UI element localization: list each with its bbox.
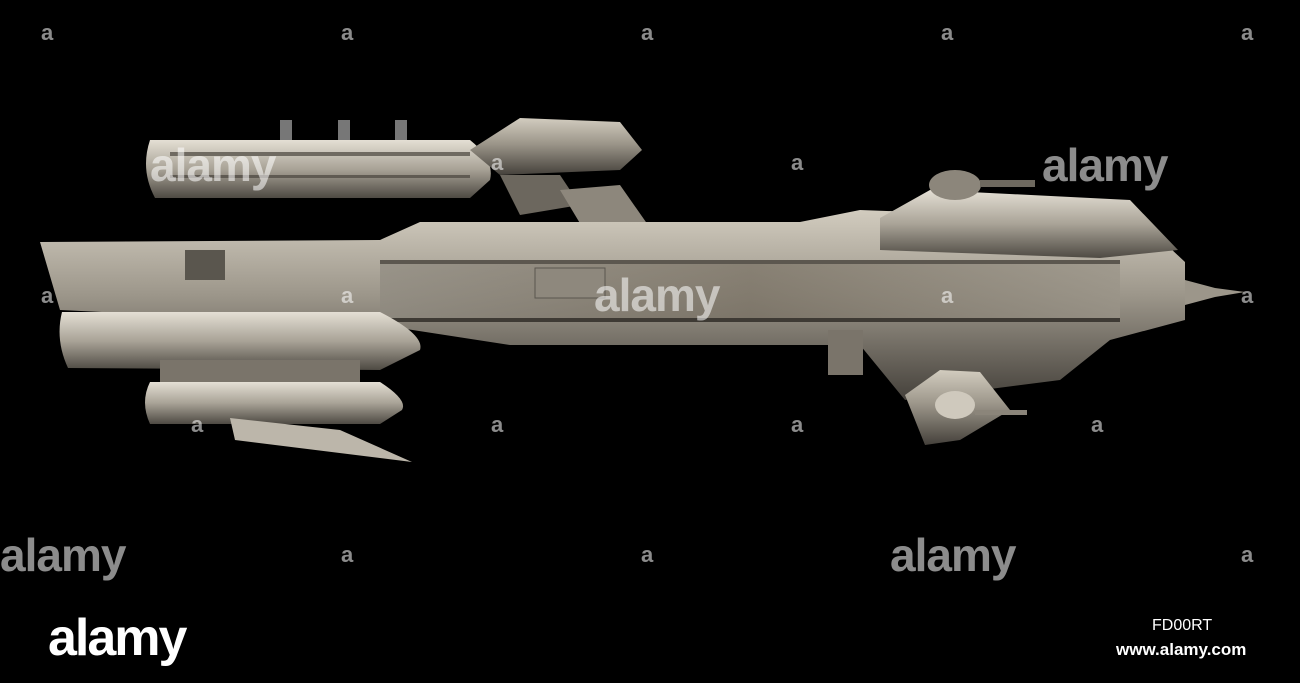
watermark-mark: a xyxy=(641,542,653,567)
lower-engine-pod-2 xyxy=(145,382,412,462)
watermark-mark: a xyxy=(41,283,53,308)
brand-logo: alamy xyxy=(48,609,187,667)
lower-engine-pod-1 xyxy=(59,312,421,385)
watermark-mark: a xyxy=(491,412,503,437)
watermark-word: alamy xyxy=(594,269,720,321)
watermark-mark: a xyxy=(341,20,353,45)
watermark-word: alamy xyxy=(890,529,1016,581)
footer-bar xyxy=(0,595,1300,683)
image-id: FD00RT xyxy=(1152,617,1213,634)
watermark-mark: a xyxy=(791,150,803,175)
watermark-word: alamy xyxy=(150,139,276,191)
watermark-word: alamy xyxy=(1042,139,1168,191)
watermark-mark: a xyxy=(791,412,803,437)
watermark-mark: a xyxy=(1241,20,1253,45)
watermark-mark: a xyxy=(491,150,503,175)
watermark-mark: a xyxy=(41,20,53,45)
watermark-mark: a xyxy=(641,20,653,45)
watermark-mark: a xyxy=(1091,412,1103,437)
watermark-mark: a xyxy=(1241,283,1253,308)
upper-engine-pod xyxy=(146,120,491,198)
main-hull xyxy=(40,210,1185,400)
watermark-mark: a xyxy=(191,412,203,437)
watermark-mark: a xyxy=(1241,542,1253,567)
forward-superstructure xyxy=(880,170,1245,305)
watermark-mark: a xyxy=(341,283,353,308)
watermark-mark: a xyxy=(941,20,953,45)
bridge-tower xyxy=(470,118,655,240)
ventral-module xyxy=(828,330,1027,445)
watermark-mark: a xyxy=(941,283,953,308)
watermark-mark: a xyxy=(341,542,353,567)
site-url: www.alamy.com xyxy=(1116,640,1247,659)
watermark-word: alamy xyxy=(0,529,126,581)
